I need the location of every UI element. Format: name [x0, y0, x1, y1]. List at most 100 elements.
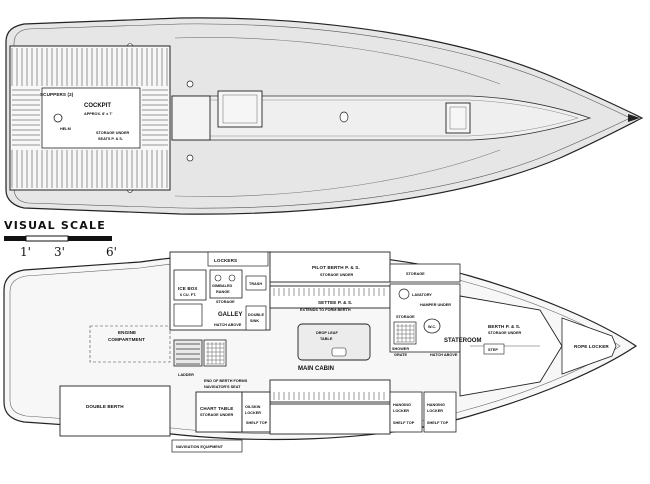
- deck-sheer-line-top: [174, 37, 501, 85]
- engine-compartment: [89, 325, 171, 363]
- scale-bar-seg-3: [68, 236, 112, 241]
- cockpit-label: COCKPIT: [84, 103, 111, 109]
- cabin-top-inner: [177, 99, 579, 137]
- shelf-top-label: SHELF TOP: [246, 421, 268, 425]
- chart-table-label: CHART TABLE: [200, 406, 233, 411]
- double-sink: [245, 305, 267, 331]
- trash-label: TRASH: [249, 282, 262, 286]
- rope-locker-label: ROPE LOCKER: [574, 344, 609, 349]
- cabin-top: [171, 95, 592, 141]
- shelf-top-label-3: SHELF TOP: [427, 421, 449, 425]
- drop-leaf-label: DROP LEAF: [316, 331, 339, 335]
- oilskin-label: OILSKIN: [245, 405, 261, 409]
- gimbaled-range: [209, 269, 243, 299]
- burner-icon: [214, 274, 222, 282]
- pilot-berth-storage-label: STORAGE UNDER: [320, 273, 354, 277]
- galley-counter: [173, 303, 203, 327]
- scuppers-label: SCUPPERS (2): [40, 92, 74, 97]
- locker-label-1: LOCKER: [393, 409, 409, 413]
- storage-top-label: STORAGE: [406, 272, 425, 276]
- double-label: DOUBLE: [248, 313, 264, 317]
- engine-label: ENGINE: [118, 330, 136, 335]
- basin-icon: [398, 288, 410, 300]
- chart-table-storage-label: STORAGE UNDER: [200, 413, 234, 417]
- ladder-label: LADDER: [178, 373, 194, 377]
- navigator-seat-label: NAVIGATOR'S SEAT: [204, 385, 241, 389]
- cockpit-seat-slats: [11, 48, 168, 188]
- main-cabin-label: MAIN CABIN: [298, 366, 334, 372]
- scale-bar-seg-1: [4, 236, 26, 241]
- winch-icon-2: [186, 154, 194, 162]
- helm-label: HELM: [60, 127, 71, 131]
- range-label: RANGE: [216, 290, 230, 294]
- icebox-size-label: 6 CU. FT.: [180, 293, 196, 297]
- icebox-label: ICE BOX: [178, 286, 198, 291]
- deck-plan: SCUPPERS (2) COCKPIT APPROX. 8' x 7' HEL…: [5, 17, 644, 215]
- icebox: [173, 269, 207, 301]
- chart-table: [195, 391, 243, 433]
- table-label: TABLE: [320, 337, 333, 341]
- rope-locker: [561, 317, 617, 375]
- lockers-box: [207, 251, 269, 267]
- shower-grid: [396, 324, 415, 343]
- wc-icon: [423, 318, 441, 334]
- drop-leaf-table: [297, 323, 371, 361]
- storage-under-galley-label: STORAGE: [216, 300, 235, 304]
- settee-slats-top: [273, 288, 385, 296]
- hanging-locker-1: [389, 391, 423, 433]
- scale-tick-3: 6': [106, 245, 117, 259]
- settee-label: SETTEE P. & S.: [318, 300, 353, 305]
- shelf-top-label-2: SHELF TOP: [393, 421, 415, 425]
- oilskin-locker: [241, 391, 271, 433]
- engine-box-grid: [206, 342, 225, 365]
- stateroom-label: STATEROOM: [444, 338, 481, 344]
- cabin-plan: ENGINE COMPARTMENT LOCKERS ICE BOX 6 CU.…: [3, 251, 638, 453]
- berth-storage-label: STORAGE UNDER: [488, 331, 522, 335]
- forward-hatch-inner: [449, 106, 467, 130]
- engine-box: [203, 339, 227, 367]
- galley-label: GALLEY: [218, 312, 242, 318]
- locker-label-2: LOCKER: [427, 409, 443, 413]
- trash-box: [245, 275, 267, 291]
- seats-label: SEATS P. & S.: [98, 137, 123, 141]
- cockpit-size-label: APPROX. 8' x 7': [84, 112, 112, 116]
- storage-b-label: STORAGE: [396, 315, 415, 319]
- end-berth-label: END OF BERTH FORMS: [204, 379, 248, 383]
- oilskin-locker-label: LOCKER: [245, 411, 261, 415]
- scale-title: VISUAL SCALE: [4, 219, 106, 232]
- bow-fitting-icon: [628, 114, 640, 122]
- helm-icon: [53, 113, 63, 123]
- shower-grate: [393, 321, 417, 345]
- storage-under-label: STORAGE UNDER: [96, 131, 130, 135]
- double-berth-label: DOUBLE BERTH: [86, 404, 124, 409]
- shower-label: SHOWER: [392, 347, 409, 351]
- companionway-hatch: [171, 95, 211, 141]
- hanging-label-1: HANGING: [393, 403, 411, 407]
- table-insert: [331, 347, 347, 357]
- main-hatch: [217, 90, 263, 128]
- forward-hatch: [445, 102, 471, 134]
- ladder-rungs: [176, 343, 200, 365]
- pilot-berth: [269, 251, 391, 283]
- scale-bar-seg-2: [25, 235, 69, 242]
- step-label: STEP: [488, 348, 498, 352]
- pilot-berth-label: PILOT BERTH P. & S.: [312, 265, 360, 270]
- settee-bottom: [269, 379, 391, 403]
- settee-extends-label: EXTENDS TO FORM BERTH: [300, 308, 351, 312]
- hanging-locker-2: [423, 391, 457, 433]
- sink-label: SINK: [250, 319, 259, 323]
- step: [483, 343, 505, 355]
- settee-slats-bottom: [273, 392, 385, 400]
- main-hatch-inner: [222, 94, 258, 124]
- winch-icon: [186, 80, 194, 88]
- nav-equipment-label: NAVIGATION EQUIPMENT: [176, 445, 224, 449]
- engine-compartment-label: COMPARTMENT: [108, 337, 145, 342]
- deck-sheer-line: [174, 149, 501, 197]
- hatch-above-label: HATCH ABOVE: [214, 323, 242, 327]
- scale-tick-2: 3': [54, 245, 65, 259]
- deck-vent: [339, 111, 349, 123]
- hanging-label-2: HANGING: [427, 403, 445, 407]
- visual-scale: VISUAL SCALE 1' 3' 6': [4, 219, 117, 259]
